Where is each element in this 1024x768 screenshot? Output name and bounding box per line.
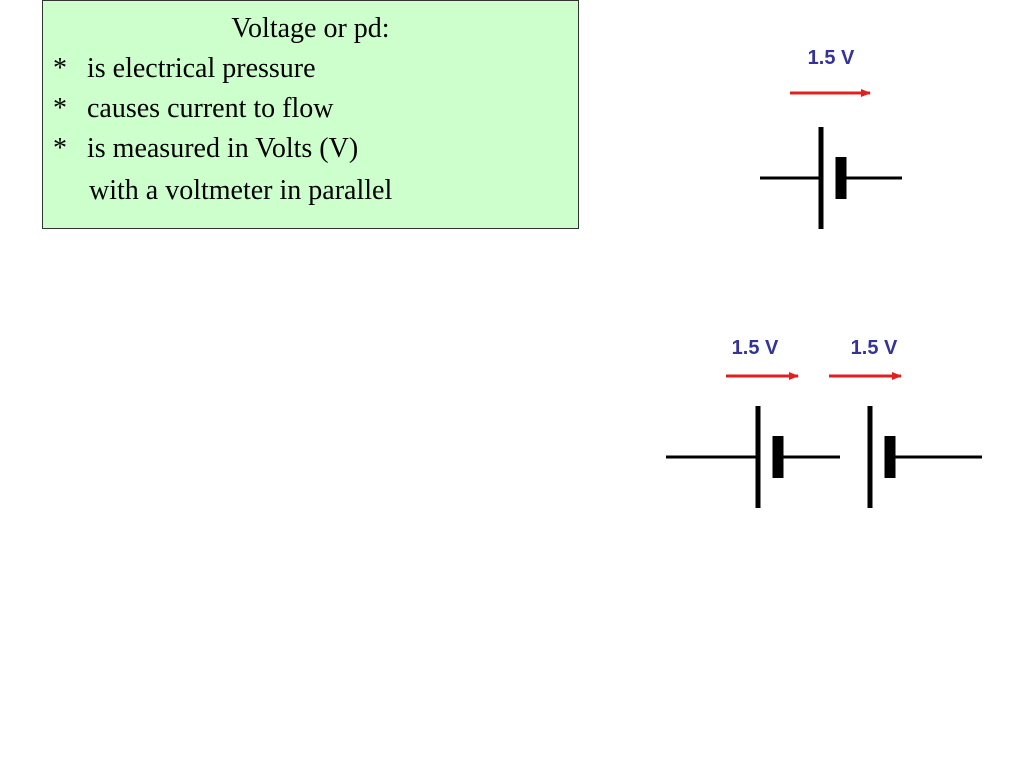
info-bullet: * is measured in Volts (V) <box>53 129 358 169</box>
bullet-star: * <box>53 133 67 164</box>
bullet-star: * <box>53 93 67 124</box>
bullet-text: is electrical pressure <box>87 53 316 84</box>
single-cell-voltage-label: 1.5 V <box>808 47 855 69</box>
cell-2-voltage-label: 1.5 V <box>851 337 898 359</box>
bullet-star: * <box>53 53 67 84</box>
bullet-text: is measured in Volts (V) <box>87 133 359 164</box>
info-bullet: * causes current to flow <box>53 89 358 129</box>
info-bullet: * is electrical pressure <box>53 49 358 89</box>
bullet-continuation: with a voltmeter in parallel <box>89 175 393 206</box>
cell-symbol <box>760 127 902 229</box>
bullet-text: causes current to flow <box>87 93 334 124</box>
info-box: Voltage or pd: * is electrical pressure *… <box>42 0 579 229</box>
info-title: Voltage or pd: <box>231 13 390 44</box>
cell-symbol <box>867 406 982 508</box>
info-bullet-list: * is electrical pressure * causes current … <box>53 49 358 169</box>
single-cell-group: 1.5 V <box>760 47 902 229</box>
two-cells-group: 1.5 V 1.5 V <box>666 337 982 508</box>
cell-1-voltage-label: 1.5 V <box>732 337 779 359</box>
cell-symbol <box>666 406 840 508</box>
